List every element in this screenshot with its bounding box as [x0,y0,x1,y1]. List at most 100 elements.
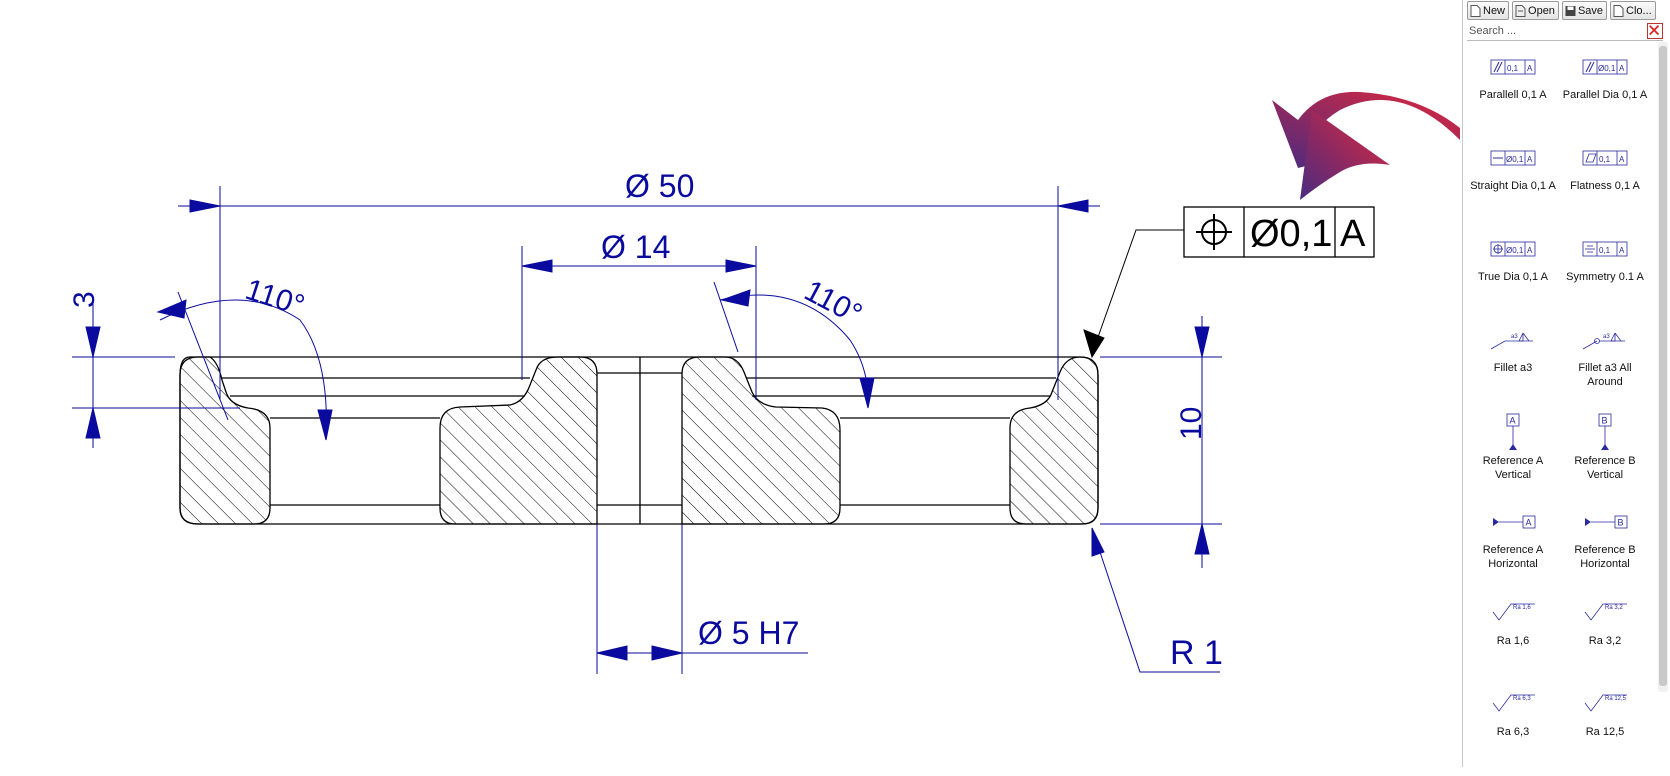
parallel-icon: 0,1 A [1490,59,1536,75]
symbol-reference-a-vertical[interactable]: A Reference A Vertical [1467,412,1559,503]
symbol-label: Reference B Vertical [1574,455,1636,481]
dim-dia14: Ø 14 [601,229,670,265]
symbol-parallel[interactable]: 0,1 A Parallell 0,1 A [1467,48,1559,139]
surface-roughness-icon: Ra 1,6 [1492,603,1535,621]
icon-ra: Ra 6,3 [1513,696,1531,702]
symbol-ra-1-6[interactable]: Ra 1,6 Ra 1,6 [1467,594,1559,685]
clear-search-button[interactable] [1647,23,1663,39]
fcf-tolerance: Ø0,1 [1250,213,1332,255]
symbol-label: True Dia 0,1 A [1478,271,1548,283]
icon-datum: A [1527,64,1533,73]
icon-weld: a3 [1511,334,1518,340]
close-button[interactable]: Clo... [1610,1,1656,20]
symbol-flatness[interactable]: 0,1 A Flatness 0,1 A [1559,139,1651,230]
dim-angle-left: 110° [241,273,308,323]
datum-a-horizontal-icon: A [1493,515,1536,529]
new-button[interactable]: New [1467,1,1510,20]
datum-b-vertical-icon: B [1598,413,1612,450]
symbol-ra-3-2[interactable]: Ra 3,2 Ra 3,2 [1559,594,1651,685]
straightness-icon: Ø0,1 A [1490,150,1536,166]
icon-datum: A [1510,416,1516,426]
symbol-reference-b-vertical[interactable]: B Reference B Vertical [1559,412,1651,503]
symbol-true-dia[interactable]: Ø0,1 A True Dia 0,1 A [1467,230,1559,321]
close-icon [1649,25,1660,36]
new-file-icon [1470,4,1481,17]
dim-hole: Ø 5 H7 [698,615,799,651]
scrollbar-thumb[interactable] [1659,46,1667,686]
symbol-label: Ra 6,3 [1496,726,1530,738]
curved-arrow-icon [1272,91,1460,200]
drawing-canvas[interactable]: Ø 50 Ø 14 3 10 110° 110° Ø 5 H7 R 1 Ø0,1… [0,0,1460,767]
symbol-reference-b-horizontal[interactable]: B Reference B Horizontal [1559,503,1651,594]
save-button[interactable]: Save [1561,1,1608,20]
icon-datum: A [1619,64,1625,73]
fillet-weld-all-around-icon: a3 [1582,332,1625,350]
symbol-label: Ra 12,5 [1585,726,1625,738]
icon-datum: B [1602,416,1608,426]
panel-scrollbar[interactable] [1658,42,1668,692]
symbol-symmetry[interactable]: 0,1 A Symmetry 0.1 A [1559,230,1651,321]
save-button-label: Save [1577,4,1604,17]
symbol-parallel-dia[interactable]: Ø0,1 A Parallel Dia 0,1 A [1559,48,1651,139]
open-button[interactable]: Open [1512,1,1559,20]
icon-datum: A [1526,518,1532,528]
fcf-datum: A [1340,213,1366,255]
symbol-straight-dia[interactable]: Ø0,1 A Straight Dia 0,1 A [1467,139,1559,230]
icon-tol: 0,1 [1599,155,1611,164]
symbol-reference-a-horizontal[interactable]: A Reference A Horizontal [1467,503,1559,594]
parallel-dia-icon: Ø0,1 A [1582,59,1628,75]
icon-datum: A [1527,155,1533,164]
symbol-grid: 0,1 A Parallell 0,1 A Ø0,1 A Parallel Di… [1467,48,1651,776]
symbol-ra-6-3[interactable]: Ra 6,3 Ra 6,3 [1467,685,1559,776]
icon-ra: Ra 3,2 [1605,605,1623,611]
open-file-icon [1515,4,1526,17]
datum-b-horizontal-icon: B [1585,515,1628,529]
symbol-label: Reference A Horizontal [1482,544,1544,570]
datum-a-vertical-icon: A [1506,413,1520,450]
flatness-icon: 0,1 A [1582,150,1628,166]
symbol-label: Reference B Horizontal [1574,544,1636,570]
icon-tol: Ø0,1 [1506,246,1524,255]
icon-tol: Ø0,1 [1598,64,1616,73]
symbol-label: Symmetry 0.1 A [1566,271,1644,283]
symbol-label: Fillet a3 [1493,362,1533,374]
close-file-icon [1613,4,1624,17]
icon-ra: Ra 1,6 [1513,605,1531,611]
icon-ra: Ra 12,5 [1605,696,1627,702]
symbol-label: Straight Dia 0,1 A [1470,180,1556,192]
true-position-icon [1196,214,1232,250]
close-button-label: Clo... [1626,4,1652,17]
icon-datum: A [1619,246,1625,255]
surface-roughness-icon: Ra 6,3 [1492,694,1535,712]
icon-tol: Ø0,1 [1506,155,1524,164]
surface-roughness-icon: Ra 3,2 [1584,603,1627,621]
symbol-label: Reference A Vertical [1482,455,1544,481]
save-disk-icon [1565,5,1576,16]
symbol-label: Parallel Dia 0,1 A [1562,89,1648,101]
symbol-ra-12-5[interactable]: Ra 12,5 Ra 12,5 [1559,685,1651,776]
icon-weld: a3 [1603,334,1610,340]
fillet-weld-icon: a3 [1490,332,1533,350]
dimension-lines [72,186,1222,674]
dim-10: 10 [1175,407,1208,440]
icon-datum: B [1618,518,1624,528]
search-row [1467,22,1663,41]
symbol-label: Ra 1,6 [1496,635,1530,647]
icon-tol: 0,1 [1599,246,1611,255]
part-geometry [179,356,1099,525]
symmetry-icon: 0,1 A [1582,241,1628,257]
symbol-fillet-all-around[interactable]: a3 Fillet a3 All Around [1559,321,1651,412]
symbol-label: Fillet a3 All Around [1578,362,1632,388]
feature-control-frame[interactable]: Ø0,1 A [1183,206,1375,258]
search-input[interactable] [1467,23,1641,39]
symbol-fillet[interactable]: a3 Fillet a3 [1467,321,1559,412]
surface-roughness-icon: Ra 12,5 [1584,694,1627,712]
icon-datum: A [1619,155,1625,164]
symbol-library-panel: New Open Save Clo... 0,1 [1462,0,1670,767]
symbol-label: Ra 3,2 [1588,635,1622,647]
icon-datum: A [1527,246,1533,255]
dim-radius: R 1 [1170,634,1223,672]
icon-tol: 0,1 [1507,64,1519,73]
true-position-icon: Ø0,1 A [1490,241,1536,257]
dim-dia50: Ø 50 [625,168,694,204]
